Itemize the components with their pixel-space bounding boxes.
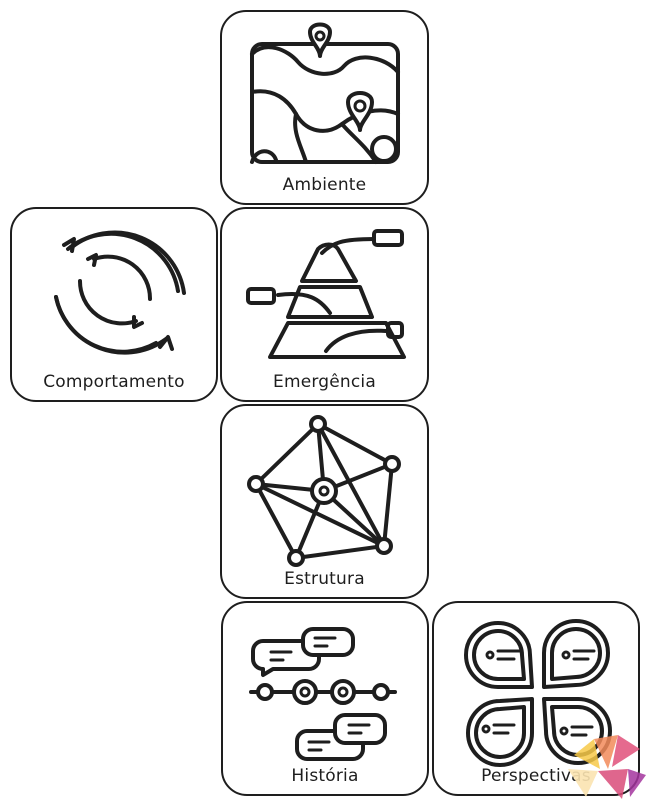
card-estrutura[interactable]: Estrutura <box>220 404 429 599</box>
brand-logo-icon <box>568 735 646 799</box>
card-label-comportamento: Comportamento <box>43 372 185 392</box>
card-label-historia: História <box>291 766 359 786</box>
card-perspectivas[interactable]: Perspectivas <box>432 601 640 796</box>
card-label-perspectivas: Perspectivas <box>481 766 591 786</box>
card-comportamento[interactable]: Comportamento <box>10 207 218 402</box>
card-historia[interactable]: História <box>221 601 429 796</box>
card-emergencia[interactable]: Emergência <box>220 207 429 402</box>
card-label-ambiente: Ambiente <box>282 175 367 195</box>
map-with-pins-icon <box>250 22 400 164</box>
cycle-arrows-icon <box>54 230 186 355</box>
card-label-emergencia: Emergência <box>273 372 376 392</box>
network-graph-icon <box>247 415 401 567</box>
layered-pyramid-icon <box>246 229 406 359</box>
card-ambiente[interactable]: Ambiente <box>220 10 429 205</box>
card-label-estrutura: Estrutura <box>284 569 365 589</box>
timeline-dialogue-icon <box>249 627 397 761</box>
